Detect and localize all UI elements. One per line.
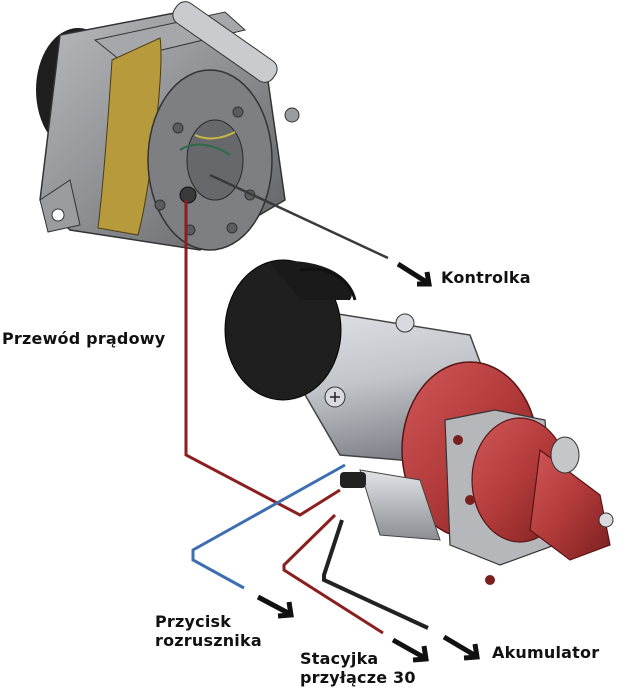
arrows [256, 261, 480, 663]
label-przycisk-line1: Przycisk [155, 612, 232, 631]
arrow-akumulator-icon [442, 634, 480, 661]
arrow-stacyjka-icon [391, 637, 429, 663]
starter-motor [224, 259, 614, 585]
label-przewod-pradowy: Przewód prądowy [2, 329, 166, 348]
label-kontrolka: Kontrolka [441, 268, 531, 287]
alternator-bolt-rod [172, 1, 278, 83]
label-stacyjka-line2: przyłącze 30 [300, 668, 416, 687]
battery-wire [322, 519, 429, 630]
power-wire [184, 200, 341, 517]
label-przycisk-rozrusznika: Przycisk rozrusznika [155, 612, 262, 650]
ignition-wire [282, 513, 384, 635]
label-akumulator: Akumulator [492, 643, 600, 662]
alternator-band [97, 37, 162, 236]
arrow-kontrolka-icon [396, 261, 432, 287]
starter-solenoid [359, 469, 441, 541]
kontrolka-wire [209, 173, 389, 260]
wires [184, 173, 429, 635]
button-wire [191, 463, 346, 590]
label-przycisk-line2: rozrusznika [155, 631, 262, 650]
label-stacyjka-przylacze-30: Stacyjka przyłącze 30 [300, 649, 416, 687]
arrow-przycisk-icon [256, 594, 294, 619]
starter-nose [529, 448, 611, 561]
alternator [36, 1, 300, 251]
label-stacyjka-line1: Stacyjka [300, 649, 379, 668]
